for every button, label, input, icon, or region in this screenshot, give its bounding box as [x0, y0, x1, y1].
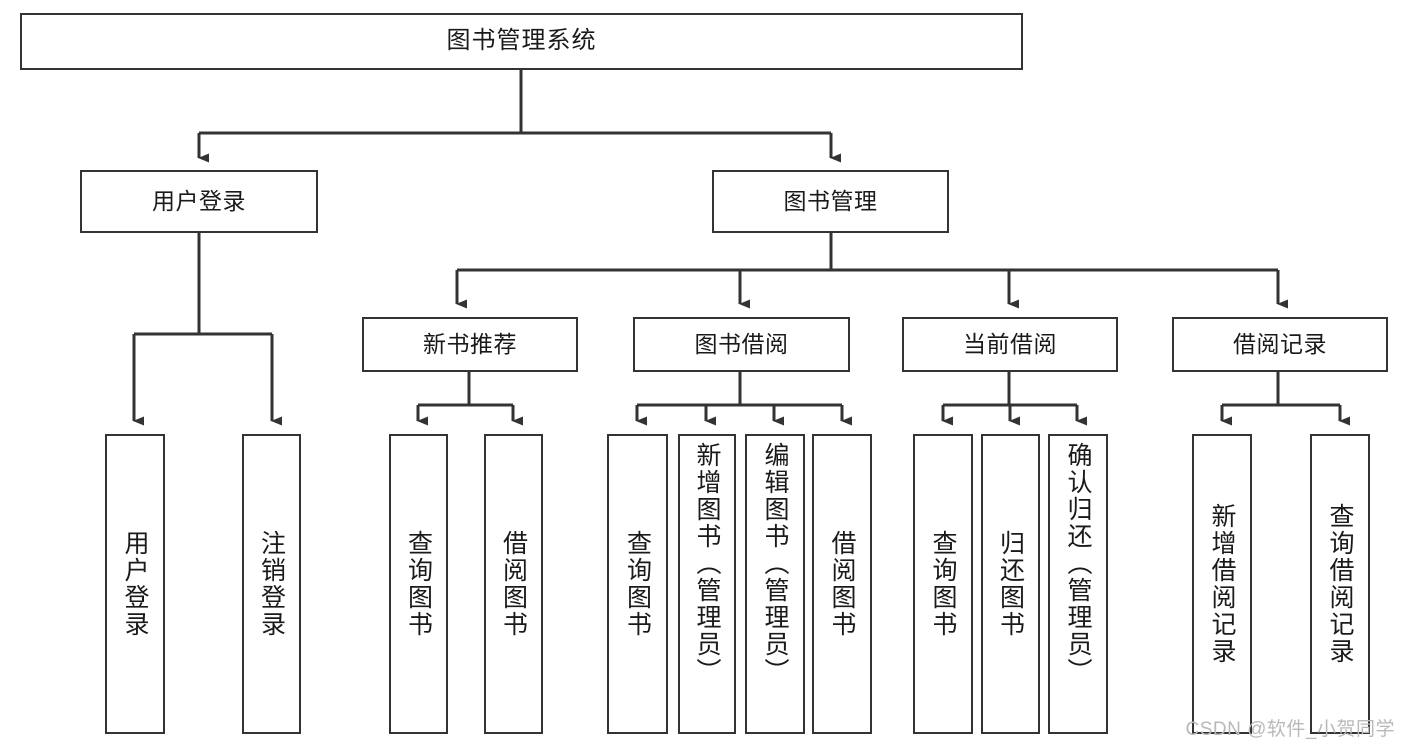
leaf-current-borrow-query-book[interactable]: 查询图书 [913, 434, 973, 734]
node-label: 新增图书（管理员） [693, 442, 721, 685]
node-label: 确认归还（管理员） [1064, 442, 1092, 685]
node-book-management[interactable]: 图书管理 [712, 170, 949, 233]
node-label: 注销登录 [257, 530, 286, 638]
node-label: 图书管理系统 [446, 27, 597, 55]
leaf-book-borrow-query-book[interactable]: 查询图书 [607, 434, 668, 734]
node-new-book-recommend[interactable]: 新书推荐 [362, 317, 578, 372]
node-user-login[interactable]: 用户登录 [80, 170, 318, 233]
node-label: 借阅图书 [499, 530, 528, 638]
node-root-system[interactable]: 图书管理系统 [20, 13, 1023, 70]
leaf-book-borrow-edit-book-admin[interactable]: 编辑图书（管理员） [745, 434, 805, 734]
node-label: 编辑图书（管理员） [761, 442, 789, 685]
node-label: 图书管理 [783, 187, 878, 214]
node-label: 当前借阅 [963, 330, 1057, 357]
node-borrow-record[interactable]: 借阅记录 [1172, 317, 1388, 372]
leaf-new-book-borrow-book[interactable]: 借阅图书 [484, 434, 543, 734]
node-label: 归还图书 [996, 530, 1025, 638]
node-label: 图书借阅 [694, 330, 789, 357]
leaf-current-borrow-confirm-return-admin[interactable]: 确认归还（管理员） [1048, 434, 1108, 734]
node-label: 查询图书 [404, 530, 433, 638]
node-label: 查询图书 [623, 530, 652, 638]
leaf-borrow-record-add-record[interactable]: 新增借阅记录 [1192, 434, 1252, 734]
node-label: 用户登录 [152, 187, 246, 214]
node-label: 借阅图书 [828, 530, 856, 638]
node-label: 借阅记录 [1233, 330, 1327, 357]
leaf-user-login-login[interactable]: 用户登录 [105, 434, 165, 734]
leaf-book-borrow-add-book-admin[interactable]: 新增图书（管理员） [678, 434, 736, 734]
leaf-book-borrow-borrow-book[interactable]: 借阅图书 [812, 434, 872, 734]
node-label: 查询借阅记录 [1326, 503, 1354, 665]
leaf-borrow-record-query-record[interactable]: 查询借阅记录 [1310, 434, 1370, 734]
node-book-borrow[interactable]: 图书借阅 [633, 317, 850, 372]
leaf-user-login-logout[interactable]: 注销登录 [242, 434, 301, 734]
node-label: 新书推荐 [423, 330, 517, 357]
leaf-new-book-query-book[interactable]: 查询图书 [389, 434, 448, 734]
leaf-current-borrow-return-book[interactable]: 归还图书 [981, 434, 1040, 734]
node-label: 查询图书 [929, 530, 957, 638]
node-label: 用户登录 [121, 530, 149, 638]
node-label: 新增借阅记录 [1208, 503, 1236, 665]
node-current-borrow[interactable]: 当前借阅 [902, 317, 1118, 372]
